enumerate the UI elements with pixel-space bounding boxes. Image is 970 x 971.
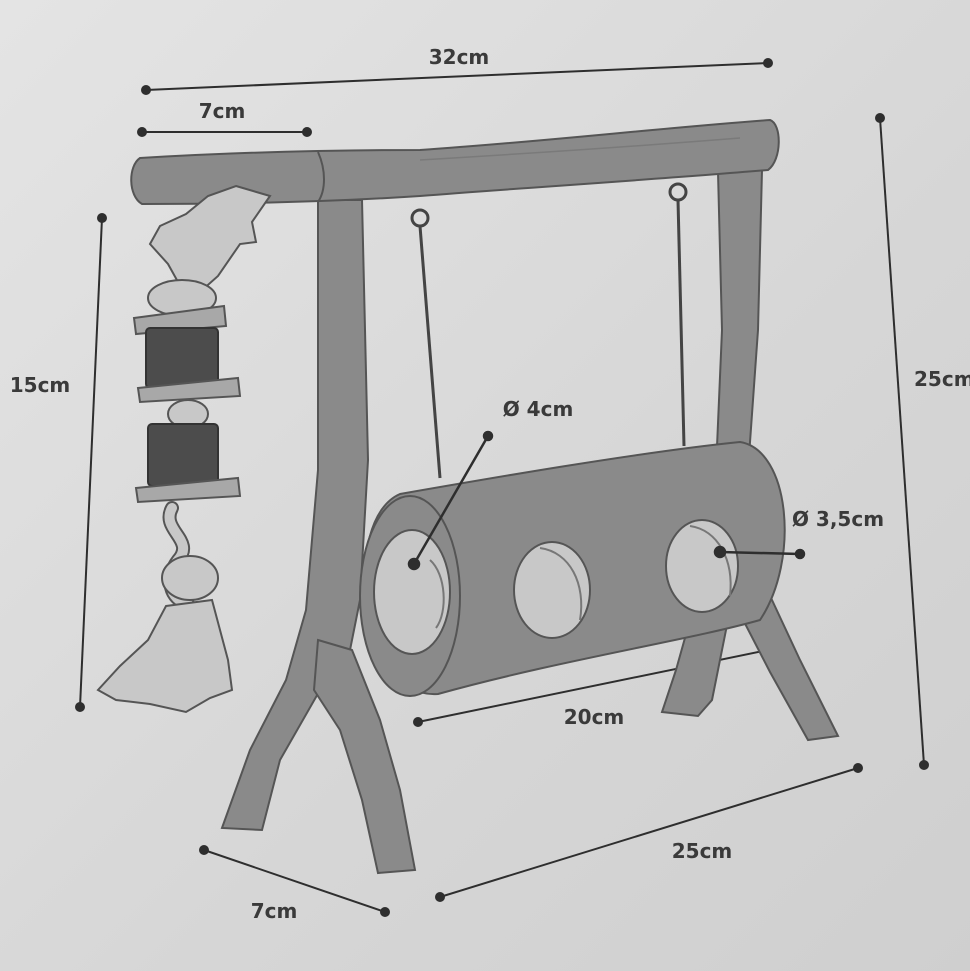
label-left-height: 15cm	[10, 373, 71, 397]
chew-block-lower	[147, 423, 219, 487]
hole-middle	[513, 541, 591, 639]
dim-line-top-width	[145, 62, 769, 91]
dim-line-base-left	[203, 849, 386, 913]
callouts	[407, 430, 806, 571]
label-right-height: 25cm	[914, 367, 970, 391]
label-base-left: 7cm	[251, 899, 298, 923]
left-front-leg	[312, 638, 417, 875]
label-log-length: 20cm	[564, 705, 625, 729]
dim-line-left-height	[79, 217, 103, 708]
chew-block-upper	[145, 327, 219, 389]
swing-log	[359, 440, 786, 697]
label-hole-small: Ø 3,5cm	[792, 507, 884, 531]
log-end-opening	[373, 529, 451, 655]
label-side-top: 7cm	[199, 99, 246, 123]
label-base-depth: 25cm	[672, 839, 733, 863]
hanging-chew-toy	[96, 184, 272, 714]
dim-line-right-height	[879, 117, 925, 766]
rope-tassel	[96, 598, 234, 714]
dim-line-base-depth	[439, 767, 859, 898]
label-top-width: 32cm	[429, 45, 490, 69]
label-hole-large: Ø 4cm	[503, 397, 574, 421]
swing-chains	[410, 182, 688, 479]
hole-right	[665, 519, 739, 613]
